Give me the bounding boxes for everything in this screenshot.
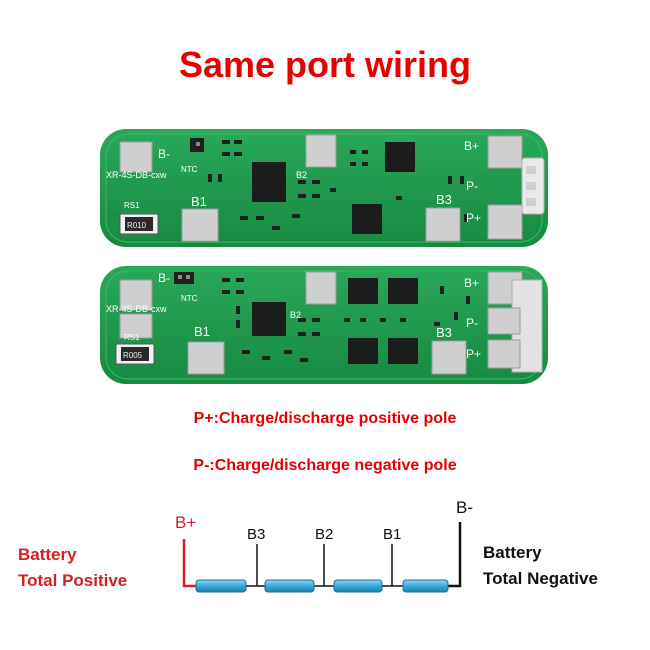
label-b2: B2 bbox=[296, 170, 307, 180]
label-model: XR-4S-DB-cxw bbox=[106, 304, 167, 314]
label-p-minus: P- bbox=[466, 179, 478, 193]
pad-b1 bbox=[181, 208, 219, 242]
pad-b-plus bbox=[487, 135, 523, 169]
right-label-line2: Total Negative bbox=[483, 569, 598, 588]
mosfet-1 bbox=[385, 142, 415, 172]
label-ntc: NTC bbox=[181, 165, 198, 174]
pad-b-minus bbox=[119, 279, 153, 311]
label-b1: B1 bbox=[191, 194, 207, 209]
positive-wire bbox=[182, 539, 196, 588]
label-p-minus: P- bbox=[466, 316, 478, 330]
pad-b1-side bbox=[119, 313, 153, 339]
label-b3: B3 bbox=[436, 192, 452, 207]
pad-b2 bbox=[305, 271, 337, 305]
diagram-label-b2: B2 bbox=[315, 526, 333, 543]
label-battery-total-positive: Battery Total Positive bbox=[18, 542, 127, 594]
diagram-label-b1: B1 bbox=[383, 526, 401, 543]
pad-p-plus bbox=[487, 204, 523, 240]
pad-b3 bbox=[425, 207, 461, 242]
diagram-label-b-minus: B- bbox=[456, 498, 473, 517]
label-battery-total-negative: Battery Total Negative bbox=[483, 540, 598, 592]
page-title: Same port wiring bbox=[178, 44, 472, 85]
mosfet-4 bbox=[388, 338, 418, 364]
diagram-label-b-plus: B+ bbox=[175, 513, 196, 532]
battery-cell-4 bbox=[402, 579, 449, 593]
label-b-plus: B+ bbox=[464, 139, 479, 153]
battery-cell-2 bbox=[264, 579, 315, 593]
pcb-board-bottom: B- NTC XR-4S-DB-cxw B1 B2 B3 B+ P- P+ RS… bbox=[100, 266, 548, 384]
legend-p-minus: P-:Charge/discharge negative pole bbox=[193, 457, 457, 474]
battery-cell-3 bbox=[333, 579, 383, 593]
label-b2: B2 bbox=[290, 310, 301, 320]
label-b-plus: B+ bbox=[464, 276, 479, 290]
right-label-line1: Battery bbox=[483, 543, 542, 562]
diagram-label-b3: B3 bbox=[247, 526, 265, 543]
ic-main bbox=[252, 162, 286, 202]
pad-b1 bbox=[187, 341, 225, 375]
pad-b3 bbox=[431, 340, 467, 375]
label-model: XR-4S-DB-cxw bbox=[106, 170, 167, 180]
label-r005: R005 bbox=[123, 351, 143, 360]
left-label-line2: Total Positive bbox=[18, 571, 128, 590]
label-b-minus: B- bbox=[158, 271, 170, 285]
left-label-line1: Battery bbox=[18, 545, 77, 564]
label-b3: B3 bbox=[436, 325, 452, 340]
label-rs1: RS1 bbox=[124, 201, 140, 210]
mosfet-1 bbox=[348, 278, 378, 304]
pad-b2 bbox=[305, 134, 337, 168]
label-ntc: NTC bbox=[181, 294, 198, 303]
label-rs1: RS1 bbox=[124, 333, 140, 342]
label-p-plus: P+ bbox=[466, 211, 481, 225]
negative-wire bbox=[448, 522, 462, 588]
pad-b-minus bbox=[119, 141, 153, 173]
mosfet-2 bbox=[352, 204, 382, 234]
pcb-board-top: B- NTC XR-4S-DB-cxw B1 B2 B3 B+ P- P+ RS… bbox=[100, 129, 548, 247]
mosfet-2 bbox=[388, 278, 418, 304]
label-r010: R010 bbox=[127, 221, 147, 230]
label-b-minus: B- bbox=[158, 147, 170, 161]
label-b1: B1 bbox=[194, 324, 210, 339]
wiring-diagram: B+ B3 B2 B1 B- bbox=[175, 498, 473, 593]
legend-p-plus: P+:Charge/discharge positive pole bbox=[193, 410, 457, 427]
ic-main bbox=[252, 302, 286, 336]
label-p-plus: P+ bbox=[466, 347, 481, 361]
battery-cell-1 bbox=[195, 579, 247, 593]
mosfet-3 bbox=[348, 338, 378, 364]
